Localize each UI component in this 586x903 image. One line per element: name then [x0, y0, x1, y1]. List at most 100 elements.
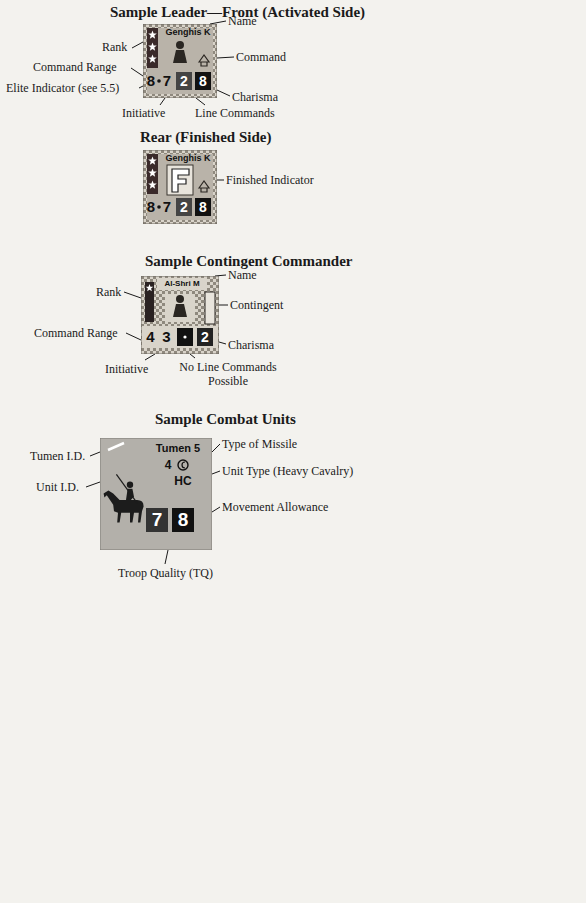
counter-text: 8 [195, 198, 211, 216]
no-line-commands-box [177, 328, 193, 346]
game-counter: Genghis K8728 [143, 150, 217, 224]
callout-label: Movement Allowance [222, 500, 328, 514]
counter-border [143, 24, 217, 98]
leader-line [124, 292, 141, 298]
counter-text: Genghis K [161, 153, 215, 164]
callout-label: Troop Quality (TQ) [118, 566, 213, 580]
cavalry-figure [104, 474, 144, 522]
counter-text: 4 [144, 328, 157, 346]
counter-text: 8 [145, 72, 157, 90]
finished-indicator [172, 169, 189, 192]
callout-label: No Line Commands Possible [168, 360, 288, 388]
rank-star [148, 55, 157, 63]
leader-line [86, 482, 100, 487]
counter-text: 8 [172, 508, 194, 532]
callout-label: Command [236, 50, 286, 64]
leader-line [219, 305, 228, 306]
callout-label: Tumen I.D. [30, 449, 85, 463]
no-line-commands-mark [183, 335, 186, 338]
counter-text: 4 [162, 458, 174, 472]
tumen-slash [108, 443, 124, 450]
game-counter: Al-Shri M 43 2 [141, 276, 219, 354]
leader-line [212, 507, 220, 512]
counter-art [100, 438, 212, 550]
leader-line [190, 354, 195, 358]
missile-symbol [178, 460, 188, 470]
figure-head [176, 41, 184, 49]
elite-dot [157, 79, 161, 83]
counter-text: 7 [161, 198, 173, 216]
rank-star [148, 31, 157, 39]
elite-dot [157, 205, 161, 209]
counter-text: Al-Shri M [159, 279, 205, 289]
leader-line [139, 86, 143, 88]
leader-line [160, 98, 165, 105]
leader-line [126, 333, 141, 340]
callout-label: Initiative [122, 106, 165, 120]
name-band [157, 278, 207, 290]
horse [104, 490, 144, 522]
leader-figure [173, 41, 187, 63]
counter-text: HC [170, 474, 196, 488]
counter-face [141, 276, 219, 354]
figure-head [176, 295, 184, 303]
counter-text: Genghis K [161, 27, 215, 38]
rank-star [146, 284, 154, 291]
callout-label: Line Commands [195, 106, 275, 120]
section-heading: Sample Contingent Commander [145, 252, 353, 270]
callout-label: Charisma [228, 338, 274, 352]
game-counter: Genghis K8728 [143, 24, 217, 98]
section-heading: Rear (Finished Side) [140, 128, 271, 146]
counter-face [147, 154, 213, 220]
counter-text: 2 [176, 198, 192, 216]
callout-label: Unit I.D. [36, 480, 79, 494]
figure-ground [165, 294, 195, 322]
counter-text: 3 [160, 328, 173, 346]
counter-face [100, 438, 212, 550]
leader-line [165, 550, 168, 564]
figure-body [173, 50, 187, 63]
game-counter: Tumen 54HC78 [100, 438, 212, 550]
missile-mark [182, 462, 185, 468]
rank-strip [147, 28, 158, 68]
callout-label: Type of Missile [222, 437, 297, 451]
counter-text: 2 [176, 72, 192, 90]
leader-line [196, 98, 205, 105]
rider-head [127, 482, 133, 488]
leader-line [90, 452, 100, 456]
callout-label: Contingent [230, 298, 283, 312]
rank-star [148, 157, 157, 165]
callout-label: Initiative [105, 362, 148, 376]
callout-label: Name [228, 14, 257, 28]
leader-line [145, 354, 155, 360]
callout-label: Unit Type (Heavy Cavalry) [222, 464, 353, 478]
section-heading: Sample Combat Units [155, 410, 296, 428]
counter-text: 7 [161, 72, 173, 90]
counter-face [147, 28, 213, 94]
command-symbol [199, 181, 209, 192]
rank-star [148, 181, 157, 189]
leader-line [132, 42, 143, 48]
counter-border [143, 150, 217, 224]
leader-figure [173, 295, 187, 317]
contingent-band [205, 292, 215, 324]
counter-text: 8 [145, 198, 157, 216]
rider [126, 489, 134, 500]
leader-line [217, 57, 234, 58]
finished-box [167, 165, 193, 195]
rank-strip [145, 282, 154, 322]
rank-star [148, 43, 157, 51]
rank-strip [147, 154, 158, 194]
leader-line [217, 90, 230, 96]
counter-text: 2 [197, 328, 213, 346]
counter-text: Tumen 5 [150, 442, 206, 455]
callout-label: Finished Indicator [226, 173, 314, 187]
callout-label: Command Range [33, 60, 117, 74]
callout-label: Elite Indicator (see 5.5) [6, 81, 119, 95]
leader-line [219, 342, 226, 344]
callout-label: Name [228, 268, 257, 282]
lance [116, 474, 137, 503]
leader-line [131, 68, 143, 76]
